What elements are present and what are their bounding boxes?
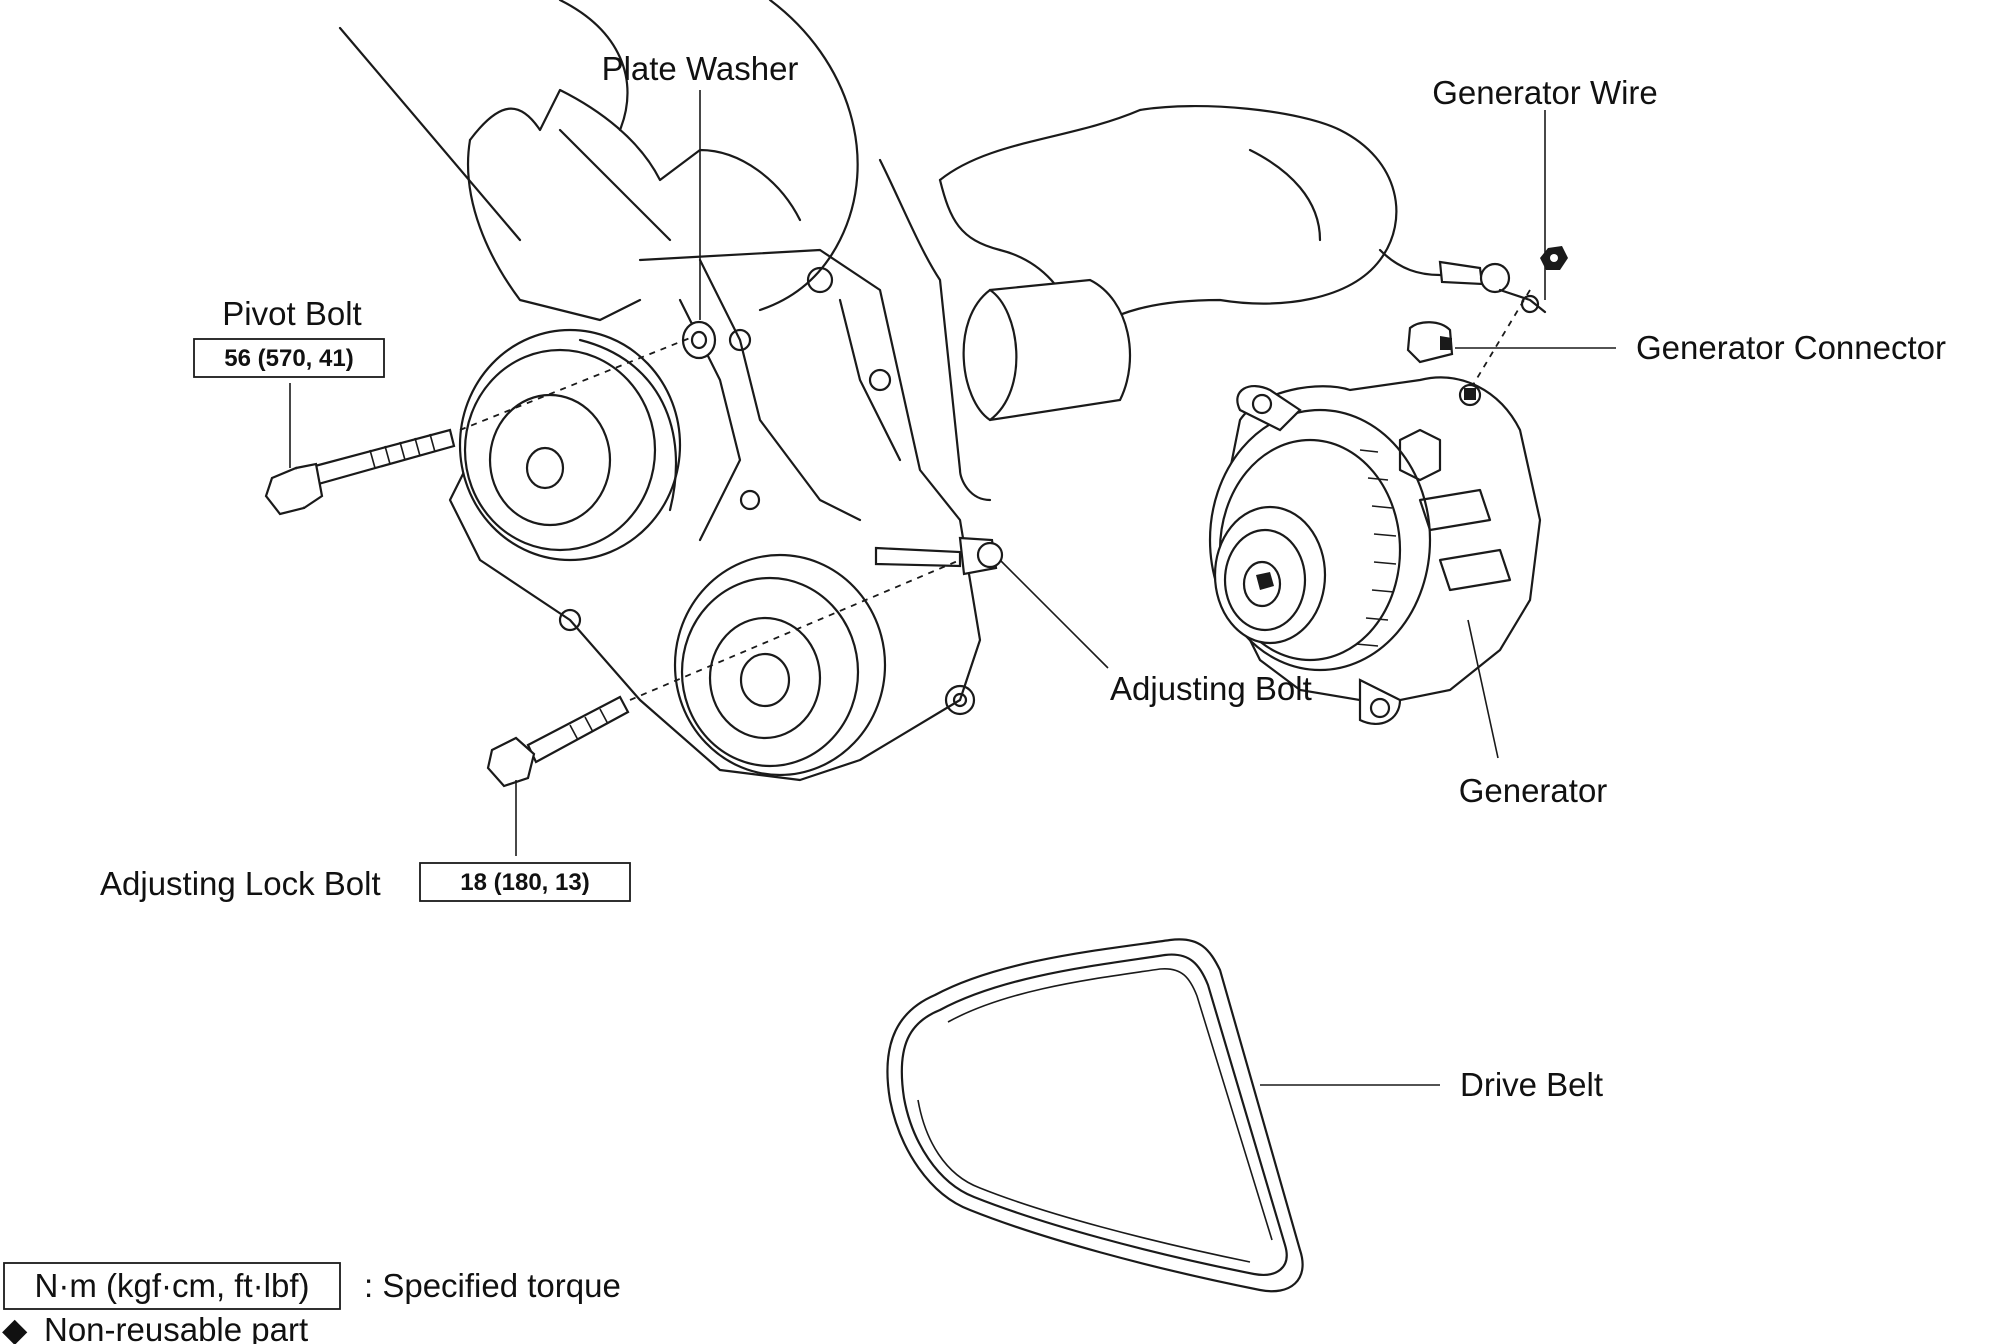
lower-pulley xyxy=(673,553,887,777)
nonreusable-diamond-icon: ◆ xyxy=(2,1311,28,1344)
legend-torque-unit: N·m (kgf·cm, ft·lbf) xyxy=(35,1267,310,1304)
generator-wire-part xyxy=(1378,246,1568,314)
leader-lines xyxy=(289,90,1616,1086)
legend: N·m (kgf·cm, ft·lbf) : Specified torque … xyxy=(2,1262,621,1344)
drive-belt-label: Drive Belt xyxy=(1460,1066,1603,1103)
generator-part xyxy=(1208,376,1542,725)
adjusting-bolt-label: Adjusting Bolt xyxy=(1110,670,1312,707)
generator-label: Generator xyxy=(1459,772,1608,809)
adjusting-lock-bolt-label: Adjusting Lock Bolt xyxy=(100,865,381,902)
legend-torque-desc: : Specified torque xyxy=(364,1267,621,1304)
adjusting-lock-bolt-torque-box: 18 (180, 13) xyxy=(419,862,631,902)
plate-washer-label: Plate Washer xyxy=(602,50,799,87)
legend-nonreusable-desc: Non-reusable part xyxy=(44,1311,308,1344)
pivot-bolt-torque-value: 56 (570, 41) xyxy=(224,345,353,372)
generator-connector-part xyxy=(1406,321,1454,364)
generator-wire-label: Generator Wire xyxy=(1432,74,1658,111)
drive-belt-part xyxy=(886,938,1304,1293)
pivot-bolt-torque-box: 56 (570, 41) xyxy=(193,338,385,378)
adjusting-lock-bolt-part xyxy=(486,695,630,788)
plate-washer-part xyxy=(681,320,717,360)
pivot-bolt-part xyxy=(264,428,456,516)
engine-block-outline xyxy=(338,0,1398,782)
pivot-bolt-label: Pivot Bolt xyxy=(222,295,361,332)
generator-connector-label: Generator Connector xyxy=(1636,329,1946,366)
adjusting-lock-bolt-torque-value: 18 (180, 13) xyxy=(460,869,589,896)
adjusting-bolt-part xyxy=(874,536,1004,576)
crankshaft-pulley xyxy=(458,328,682,562)
